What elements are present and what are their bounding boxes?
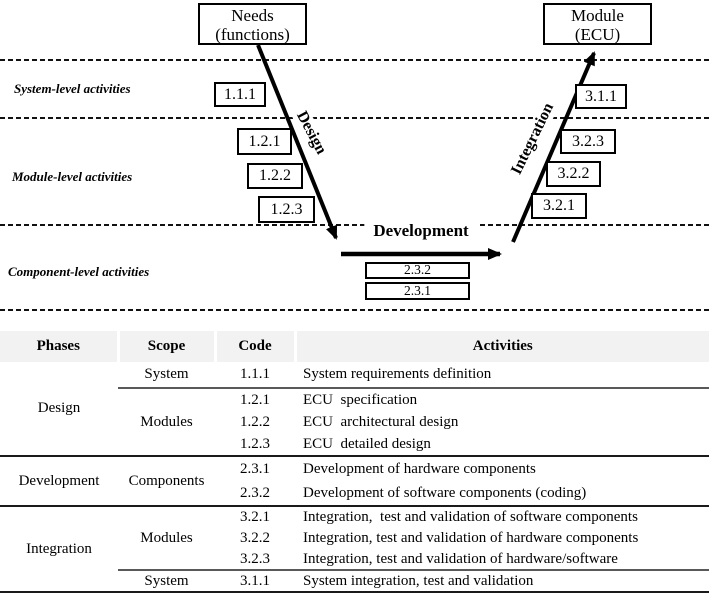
code-cell: 1.2.3 (215, 434, 295, 457)
v-arrows (256, 44, 596, 260)
code-cell: 1.2.2 (240, 414, 270, 430)
code-box-123: 1.2.3 (258, 196, 315, 223)
table-row: Design System 1.1.1 System requirements … (0, 362, 709, 457)
v-diagram: System-level activities Module-level act… (0, 3, 709, 311)
needs-box-line2: (functions) (215, 25, 290, 44)
activity-cell: ECU architectural design (303, 414, 459, 430)
table-row: Modules 1.2.1 ECU specification (0, 388, 709, 457)
table-row: Development Components 2.3.1 Development… (0, 456, 709, 507)
table-row: Integration Modules 3.2.1 Integration, t… (0, 506, 709, 593)
phase-design: Design (0, 362, 118, 457)
activity-cell: System requirements definition (295, 362, 709, 389)
code-cell: 1.2.1 (240, 391, 270, 408)
scope-modules-2: Modules (118, 506, 215, 571)
header-phases: Phases (0, 331, 118, 362)
activity-cell: ECU specification (303, 391, 418, 408)
development-arrow-label: Development (364, 221, 478, 241)
table-row: 1.2.2 ECU architectural design (0, 411, 709, 434)
code-cell: 3.2.2 (240, 529, 270, 546)
table-row: 3.2.3 Integration, test and validation o… (0, 549, 709, 571)
table-header-row: Phases Scope Code Activities (0, 331, 709, 362)
table-row: 1.2.3 ECU detailed design (0, 434, 709, 457)
code-cell: 1.1.1 (215, 362, 295, 389)
scope-modules: Modules (118, 388, 215, 457)
code-cell: 3.2.3 (215, 549, 295, 571)
table-row: System 3.1.1 System integration, test an… (0, 570, 709, 593)
code-box-322: 3.2.2 (546, 161, 601, 187)
module-box: Module (ECU) (543, 3, 652, 45)
code-box-232: 2.3.2 (365, 262, 470, 279)
scope-components: Components (118, 456, 215, 507)
code-cell: 3.1.1 (215, 570, 295, 593)
activity-cell: Development of software components (codi… (295, 481, 709, 507)
code-box-311: 3.1.1 (575, 84, 627, 109)
module-box-line1: Module (571, 6, 624, 25)
code-box-111: 1.1.1 (214, 82, 266, 107)
phase-development: Development (0, 456, 118, 507)
dashed-divider-bottom (0, 309, 709, 311)
code-box-121: 1.2.1 (237, 128, 292, 155)
dashed-divider-module (0, 117, 709, 119)
header-scope: Scope (116, 331, 215, 362)
system-level-label: System-level activities (14, 81, 131, 96)
activities-table: Phases Scope Code Activities Design Syst… (0, 331, 709, 593)
table-row: 2.3.2 Development of software components… (0, 481, 709, 507)
header-activities: Activities (293, 331, 709, 362)
activity-cell: Integration, test and validation of soft… (303, 508, 638, 525)
module-box-line2: (ECU) (574, 25, 621, 44)
activity-cell: Development of hardware components (303, 460, 536, 477)
module-level-label: Module-level activities (12, 169, 133, 184)
dashed-divider-system (0, 59, 709, 61)
header-code: Code (213, 331, 295, 362)
code-cell: 3.2.1 (240, 508, 270, 525)
code-cell: 2.3.1 (240, 460, 270, 477)
code-cell: 2.3.2 (215, 481, 295, 507)
activity-cell: Integration, test and validation of hard… (303, 529, 639, 546)
phase-integration: Integration (0, 506, 118, 593)
table-row: 3.2.2 Integration, test and validation o… (0, 527, 709, 549)
code-box-321: 3.2.1 (531, 193, 587, 219)
code-box-231: 2.3.1 (365, 282, 470, 300)
activity-cell: ECU detailed design (295, 434, 709, 457)
dashed-divider-component (0, 224, 709, 226)
component-level-label: Component-level activities (8, 264, 150, 279)
needs-box: Needs (functions) (198, 3, 307, 45)
activity-cell: Integration, test and validation of hard… (295, 549, 709, 571)
code-box-323: 3.2.3 (560, 129, 616, 154)
needs-box-line1: Needs (231, 6, 274, 25)
scope-system-2: System (118, 570, 215, 593)
activity-cell: System integration, test and validation (295, 570, 709, 593)
design-arrow-label: Design (289, 103, 333, 163)
scope-system: System (118, 362, 215, 389)
code-box-122: 1.2.2 (247, 163, 303, 189)
